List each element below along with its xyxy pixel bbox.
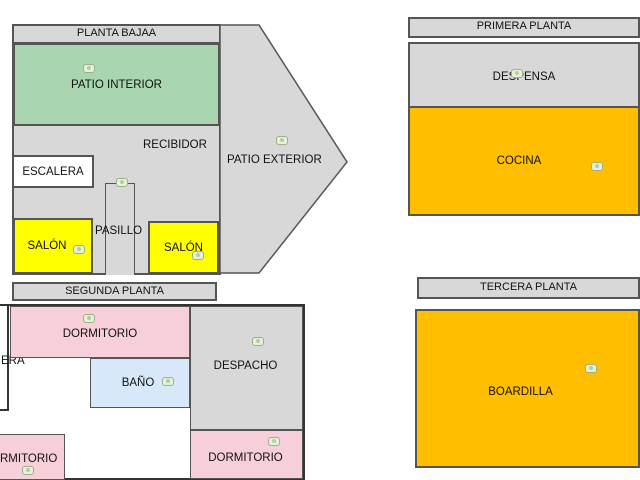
despacho: DESPACHO — [190, 306, 303, 430]
salon-right-label: SALÓN — [164, 241, 203, 254]
cocina-label: COCINA — [496, 155, 542, 167]
planta-baja-title: PLANTA BAJAA — [12, 24, 221, 44]
camera-icon — [192, 251, 204, 260]
bano: BAÑO — [90, 358, 190, 408]
despacho-label: DESPACHO — [213, 360, 278, 372]
segunda-planta-title: SEGUNDA PLANTA — [12, 282, 217, 301]
escalera-partial-label: ERA — [1, 355, 25, 367]
escalera: ESCALERA — [12, 155, 94, 188]
primera-planta-title: PRIMERA PLANTA — [408, 17, 640, 38]
camera-icon — [591, 162, 603, 171]
dormitorio-top: DORMITORIO — [10, 306, 190, 358]
camera-icon — [276, 136, 288, 145]
patio-interior-label: PATIO INTERIOR — [71, 78, 162, 91]
escalera-label: ESCALERA — [22, 165, 84, 178]
cocina: COCINA — [408, 106, 640, 216]
camera-icon — [252, 337, 264, 346]
camera-icon — [268, 437, 280, 446]
dormitorio-bottom-left-label: RMITORIO — [0, 453, 58, 465]
patio-exterior-label: PATIO EXTERIOR — [227, 154, 322, 166]
camera-icon — [83, 64, 95, 73]
salon-right: SALÓN — [148, 221, 219, 274]
camera-icon — [83, 314, 95, 323]
camera-icon — [73, 245, 85, 254]
despensa: DESPENSA — [408, 42, 640, 108]
recibidor-label: RECIBIDOR — [143, 139, 207, 151]
dormitorio-bottom-right-label: DORMITORIO — [208, 451, 283, 464]
despensa-label: DESPENSA — [492, 71, 556, 83]
pasillo — [105, 183, 135, 275]
camera-icon — [511, 69, 523, 78]
patio-exterior-shape — [219, 24, 348, 274]
escalera-partial — [0, 304, 9, 411]
salon-left-label: SALÓN — [27, 240, 67, 252]
boardilla-label: BOARDILLA — [488, 385, 553, 398]
pasillo-label: PASILLO — [95, 225, 143, 237]
dormitorio-top-label: DORMITORIO — [62, 328, 138, 340]
camera-icon — [116, 178, 128, 187]
camera-icon — [585, 364, 597, 373]
boardilla: BOARDILLA — [415, 309, 640, 468]
tercera-planta-title: TERCERA PLANTA — [417, 277, 640, 299]
bano-label: BAÑO — [121, 377, 155, 389]
patio-interior: PATIO INTERIOR — [13, 45, 220, 126]
camera-icon — [22, 466, 34, 475]
salon-left: SALÓN — [13, 218, 93, 274]
camera-icon — [162, 377, 174, 386]
dormitorio-bottom-right: DORMITORIO — [190, 430, 303, 479]
